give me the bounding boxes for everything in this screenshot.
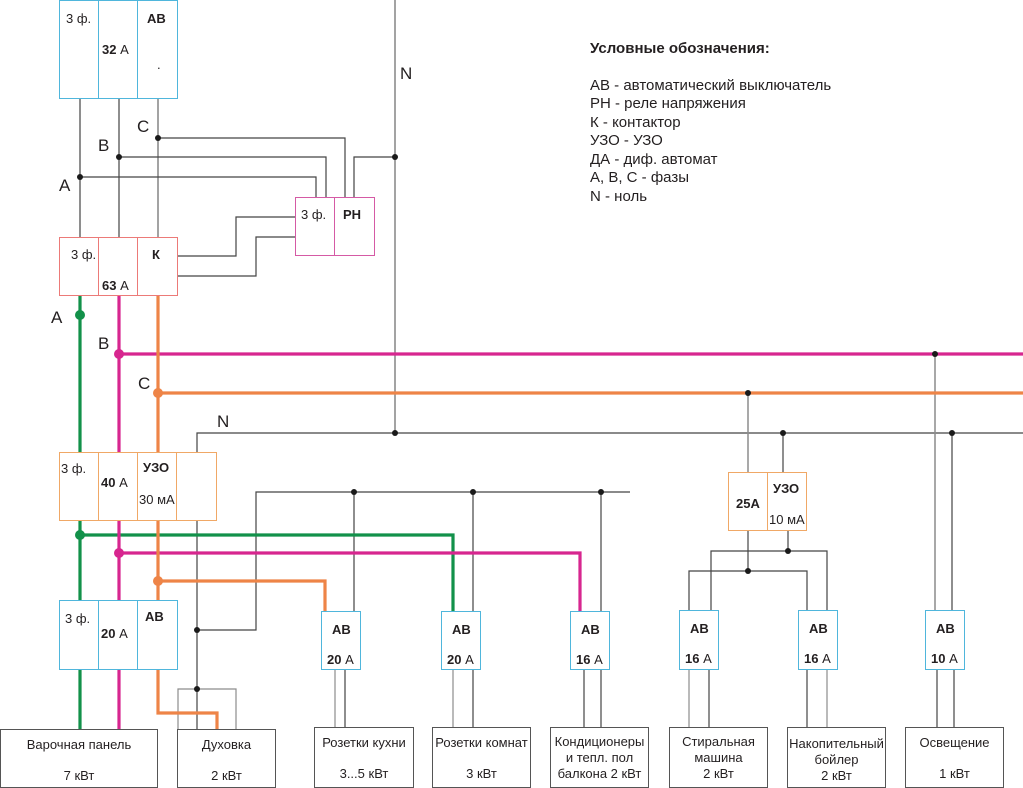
label-phase-c: C [137,117,150,136]
leak-current: 30 мА [139,492,175,507]
phase-c-oven [156,670,219,730]
phase-c-branch [158,579,327,611]
junction-dot [745,390,751,396]
main-rcd: 3 ф. 40 А УЗО 30 мА [59,452,217,521]
load-cooktop: Варочная панель 7 кВт [0,729,158,788]
load-oven: Духовка 2 кВт [177,729,276,788]
rating: 63 А [102,278,129,293]
load-room-sockets: Розетки комнат 3 кВт [432,727,531,788]
label-phase-b: B [98,334,110,353]
phase-c-dot [153,576,163,586]
legend: Условные обозначения: АВ - автоматически… [590,40,831,206]
breaker-boiler: АВ 16 А [798,610,838,670]
phase-b-branch [119,551,582,611]
junction-dot [351,489,357,495]
phase-count: 3 ф. [61,461,87,476]
device-type: АВ [145,609,164,624]
relay-ctrl-1 [178,216,295,257]
load-conditioners: Кондиционеры и тепл. пол балкона 2 кВт [550,727,649,788]
breaker-kitchen-sockets: АВ 20 А [321,611,361,670]
phase-a-dot [75,310,85,320]
rating: 32 А [102,42,129,57]
legend-item: N - ноль [590,187,648,205]
junction-dot [932,351,938,357]
rating: 40 А [101,475,128,490]
relay-feed-c [158,137,346,197]
phase-count: 3 ф. [65,611,91,626]
relay-neutral [353,156,395,197]
label-neutral: N [217,412,230,431]
main-breaker: 3 ф. 32 А АВ . [59,0,178,99]
label-phase-b: B [98,136,110,155]
label-phase-a: A [59,176,71,195]
contactor: 3 ф. 63 А К [59,237,178,296]
junction-dot [470,489,476,495]
load-washing-machine: Стиральная машина 2 кВт [669,727,768,788]
phase-a-dot [75,530,85,540]
phase-count: 3 ф. [301,207,327,222]
rating: 20 А [101,626,128,641]
voltage-relay: 3 ф. РН [295,197,375,256]
junction-dot [155,135,161,141]
relay-feed-a [80,176,317,197]
label-neutral: N [400,64,413,83]
junction-dot [392,154,398,160]
leak-current: 10 мА [769,512,805,527]
phase-count: 3 ф. [66,11,92,26]
breaker-conditioners: АВ 16 А [570,611,610,670]
junction-dot [194,627,200,633]
breaker-room-sockets: АВ 20 А [441,611,481,670]
mark: . [157,57,161,72]
device-type: УЗО [143,460,170,475]
legend-item: РН - реле напряжения [590,95,746,112]
junction-dot [194,686,200,692]
breaker-lighting: АВ 10 А [925,610,965,670]
junction-dot [745,568,751,574]
junction-dot [116,154,122,160]
device-type: УЗО [773,481,800,496]
neutral-bus [196,432,1023,452]
load-kitchen-sockets: Розетки кухни 3...5 кВт [314,727,414,788]
legend-item: ДА - диф. автомат [590,150,718,168]
neutral-oven [177,688,237,730]
load-boiler: Накопительный бойлер 2 кВт [787,727,886,788]
legend-item: УЗО - УЗО [590,132,663,149]
junction-dot [949,430,955,436]
relay-ctrl-2 [178,236,295,277]
legend-item: АВ - автоматический выключатель [590,76,832,94]
device-type: АВ [147,11,166,26]
device-type: К [152,247,160,262]
small-rcd: 25А УЗО 10 мА [728,472,807,531]
phase-b-dot [114,349,124,359]
stove-breaker: 3 ф. 20 А АВ [59,600,178,670]
junction-dot [785,548,791,554]
legend-item: К - контактор [590,113,681,131]
label-phase-a: A [51,308,63,327]
breaker-washing-machine: АВ 16 А [679,610,719,670]
junction-dot [598,489,604,495]
phase-a-branch [80,533,455,611]
phase-count: 3 ф. [71,247,97,262]
device-type: РН [343,207,362,222]
legend-item: А, В, С - фазы [590,169,690,186]
relay-feed-b [119,156,327,197]
phase-b-dot [114,548,124,558]
rating: 25А [736,496,760,511]
junction-dot [780,430,786,436]
junction-dot [392,430,398,436]
load-lighting: Освещение 1 кВт [905,727,1004,788]
neutral-bus-2 [197,491,630,631]
label-phase-c: C [138,374,151,393]
legend-title: Условные обозначения: [590,40,770,57]
phase-c-dot [153,388,163,398]
junction-dot [77,174,83,180]
